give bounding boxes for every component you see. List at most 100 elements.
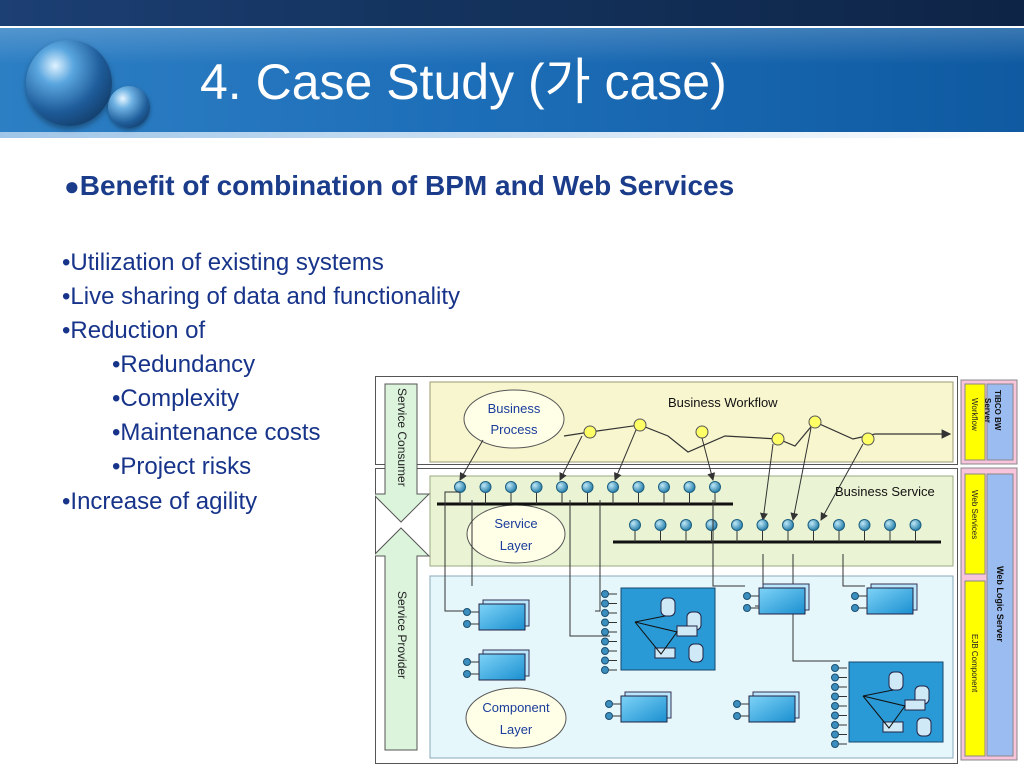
port-node (463, 658, 471, 666)
service-node (833, 519, 845, 531)
tibco-server-line2: Server (983, 398, 992, 423)
service-node (632, 481, 645, 493)
ejb-side-box (964, 580, 986, 757)
workflow-nodes (583, 415, 875, 446)
web-services-side-box (964, 473, 986, 575)
component-box (866, 587, 914, 615)
sub-bullet-item: •Maintenance costs (112, 419, 321, 446)
service-node (654, 519, 667, 531)
tibco-server-line1: TIBCO BW (993, 390, 1002, 431)
service-layer-ellipse (466, 504, 566, 564)
service-layer-line2: Layer (500, 538, 533, 553)
title-band (0, 28, 1024, 132)
upper-service-nodes (454, 481, 721, 504)
port-node (601, 666, 609, 674)
weblogic-server-side-box (986, 473, 1014, 757)
port-node (601, 647, 609, 655)
business-process-ellipse (463, 389, 565, 449)
subheading: ●Benefit of combination of BPM and Web S… (64, 168, 734, 204)
port-node (831, 730, 839, 739)
title-band-underline (0, 132, 1024, 138)
port-node (605, 700, 613, 708)
port-node (463, 670, 471, 678)
business-process-line2: Process (491, 422, 538, 437)
service-layer-line1: Service (494, 516, 537, 531)
port-node (831, 702, 839, 710)
service-provider-label: Service Provider (395, 591, 409, 679)
service-node (858, 519, 871, 531)
port-node (601, 599, 609, 608)
web-services-side-label: Web Services (970, 490, 979, 539)
port-node (831, 673, 839, 682)
port-node (831, 683, 839, 691)
service-provider-arrow (375, 527, 431, 751)
service-node (629, 519, 641, 531)
port-node (831, 664, 839, 672)
port-node (605, 712, 613, 720)
service-node (756, 519, 769, 531)
service-node (530, 481, 543, 493)
port-node (601, 609, 609, 617)
port-node (733, 700, 741, 708)
service-node (884, 519, 896, 531)
ejb-side-label: EJB Component (970, 634, 979, 693)
component-layer-ellipse (465, 687, 567, 749)
port-node (831, 692, 839, 701)
weblogic-server-label: Web Logic Server (995, 566, 1005, 642)
service-node (454, 481, 466, 493)
service-node (683, 481, 696, 493)
port-node (601, 656, 609, 665)
service-node (479, 481, 492, 493)
port-node (831, 711, 839, 720)
service-node (505, 481, 517, 493)
bullet-item: •Increase of agility (62, 488, 258, 515)
service-node (581, 481, 594, 493)
port-node (743, 604, 751, 612)
lower-service-nodes (629, 519, 922, 542)
service-node (680, 519, 692, 531)
service-node (807, 519, 820, 531)
port-node (601, 637, 609, 646)
port-node (733, 712, 741, 720)
slide-header: 4. Case Study (가 case) (0, 0, 1024, 150)
service-node (709, 481, 721, 493)
service-node (909, 519, 922, 531)
port-node (831, 721, 839, 729)
workflow-path (563, 421, 952, 453)
tibco-server-side-box (986, 383, 1014, 461)
component-box (748, 695, 796, 723)
port-node (463, 620, 471, 628)
business-service-label: Business Service (835, 484, 935, 499)
subheading-bullet: ● (64, 171, 80, 201)
business-workflow-label: Business Workflow (668, 395, 778, 410)
service-node (607, 481, 619, 493)
sub-bullet-item: •Complexity (112, 385, 240, 412)
component-layer-line1: Component (482, 700, 550, 715)
service-consumer-arrow (375, 383, 431, 523)
sub-bullet-item: •Project risks (112, 453, 252, 480)
workflow-side-box (964, 383, 986, 461)
workflow-side-label: Workflow (970, 398, 979, 431)
workflow-to-service-arrows (459, 427, 864, 521)
bullet-item: •Live sharing of data and functionality (62, 283, 460, 310)
port-node (851, 604, 859, 612)
service-node (658, 481, 670, 493)
component-boxes (463, 583, 944, 748)
component-box (478, 603, 526, 631)
port-node (463, 608, 471, 616)
port-node (831, 740, 839, 748)
component-box (758, 587, 806, 615)
port-node (601, 628, 609, 636)
small-globe-logo-icon (108, 86, 150, 128)
port-node (601, 590, 609, 598)
component-box (620, 695, 668, 723)
component-layer-line2: Layer (500, 722, 533, 737)
bullet-item: •Utilization of existing systems (62, 249, 384, 276)
port-node (601, 618, 609, 627)
service-node (705, 519, 718, 531)
architecture-diagram: Service Consumer Service Provider Busine… (375, 376, 1020, 766)
subheading-text: Benefit of combination of BPM and Web Se… (79, 170, 735, 201)
business-process-line1: Business (488, 401, 541, 416)
component-box (478, 653, 526, 681)
service-node (556, 481, 568, 493)
